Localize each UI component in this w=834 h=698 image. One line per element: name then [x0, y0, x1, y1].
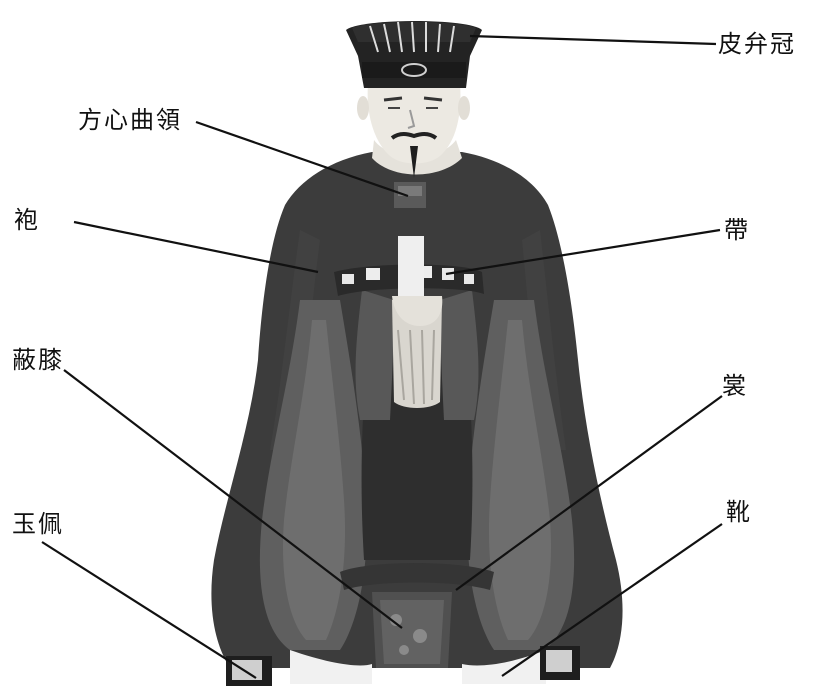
tablet	[398, 236, 424, 306]
label-skirt: 裳	[722, 372, 748, 400]
label-boots: 靴	[726, 498, 752, 526]
label-square-collar: 方心曲領	[78, 106, 182, 134]
label-hat: 皮弁冠	[718, 30, 796, 58]
label-robe: 袍	[14, 206, 40, 234]
belt-ornament	[342, 274, 354, 284]
label-knee-cover: 蔽膝	[12, 346, 64, 374]
leader-hat	[470, 36, 716, 44]
label-jade-pendant: 玉佩	[12, 510, 64, 538]
label-belt: 帶	[724, 216, 750, 244]
